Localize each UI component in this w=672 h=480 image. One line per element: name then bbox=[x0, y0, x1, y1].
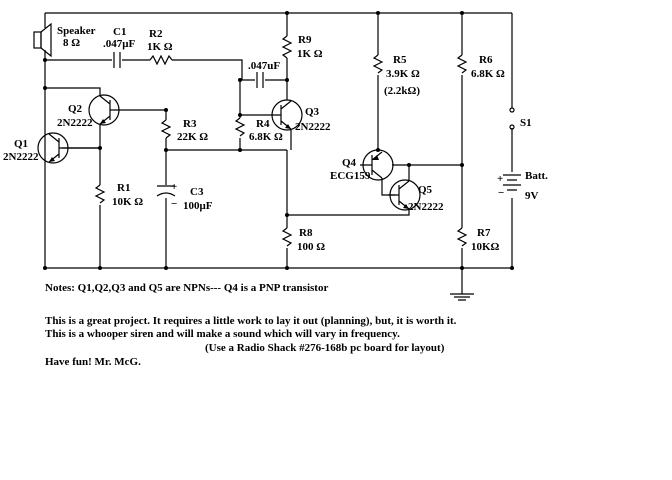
q5-transistor-icon bbox=[388, 179, 421, 211]
r2-resistor-icon bbox=[149, 54, 173, 66]
r2-value: 1K Ω bbox=[147, 41, 173, 53]
r7-label: R7 bbox=[477, 227, 491, 239]
r8-label: R8 bbox=[299, 227, 313, 239]
note-signoff: Have fun! Mr. McG. bbox=[45, 356, 141, 368]
r1-value: 10K Ω bbox=[112, 196, 143, 208]
q4-label: Q4 bbox=[342, 157, 357, 169]
q3-label: Q3 bbox=[305, 106, 320, 118]
r7-value: 10KΩ bbox=[471, 241, 500, 253]
q5-type: 2N2222 bbox=[408, 201, 444, 213]
q3-type: 2N2222 bbox=[295, 121, 331, 133]
s1-label: S1 bbox=[520, 117, 532, 129]
note-project-description: This is a great project. It requires a l… bbox=[45, 315, 457, 327]
r2-to-c2-wire bbox=[172, 59, 255, 81]
r1-resistor-icon bbox=[94, 184, 106, 204]
s1-switch-icon bbox=[509, 107, 515, 130]
r4-value: 6.8K Ω bbox=[249, 131, 283, 143]
r4-resistor-icon bbox=[234, 117, 246, 137]
q5-emitter-wire bbox=[287, 165, 410, 216]
c3-capacitor-icon bbox=[156, 185, 176, 197]
speaker-label: Speaker bbox=[57, 25, 96, 37]
junction-dots bbox=[43, 11, 514, 270]
battery-value: 9V bbox=[525, 190, 539, 202]
r3-label: R3 bbox=[183, 118, 197, 130]
r6-value: 6.8K Ω bbox=[471, 68, 505, 80]
r4-label: R4 bbox=[256, 118, 270, 130]
r5-alt-value: (2.2kΩ) bbox=[384, 85, 420, 97]
q2-type: 2N2222 bbox=[57, 117, 93, 129]
r9-resistor-icon bbox=[281, 35, 293, 59]
r9-label: R9 bbox=[298, 34, 312, 46]
r7-resistor-icon bbox=[456, 227, 468, 247]
c1-value: .047μF bbox=[103, 38, 135, 50]
r2-label: R2 bbox=[149, 28, 163, 40]
c2-value: .047uF bbox=[248, 60, 280, 72]
q2-label: Q2 bbox=[68, 103, 83, 115]
q3-transistor-icon bbox=[270, 99, 303, 131]
c2-capacitor-icon bbox=[256, 72, 264, 88]
q5-label: Q5 bbox=[418, 184, 433, 196]
r5-resistor-icon bbox=[372, 54, 384, 74]
battery-icon bbox=[503, 174, 521, 191]
q4-type: ECG159 bbox=[330, 170, 371, 182]
battery-minus-sign: − bbox=[498, 187, 504, 199]
note-transistor-types: Notes: Q1,Q2,Q3 and Q5 are NPNs--- Q4 is… bbox=[45, 282, 329, 294]
r5-label: R5 bbox=[393, 54, 407, 66]
r9-value: 1K Ω bbox=[297, 48, 323, 60]
battery-plus-sign: + bbox=[497, 173, 503, 185]
note-board-recommendation: (Use a Radio Shack #276-168b pc board fo… bbox=[205, 342, 445, 354]
speaker-value: 8 Ω bbox=[63, 37, 80, 49]
r3-value: 22K Ω bbox=[177, 131, 208, 143]
r8-value: 100 Ω bbox=[297, 241, 325, 253]
c3-label: C3 bbox=[190, 186, 204, 198]
ground-icon bbox=[450, 293, 474, 301]
c3-minus-sign: − bbox=[171, 198, 177, 210]
q1-transistor-icon bbox=[37, 132, 100, 164]
c1-capacitor-icon bbox=[113, 52, 121, 68]
r6-resistor-icon bbox=[456, 54, 468, 74]
r3-resistor-icon bbox=[160, 119, 172, 139]
r8-resistor-icon bbox=[281, 227, 293, 247]
q1-type: 2N2222 bbox=[3, 151, 39, 163]
r6-label: R6 bbox=[479, 54, 493, 66]
c3-value: 100μF bbox=[183, 200, 213, 212]
q2-collector-wire bbox=[45, 87, 101, 96]
c3-plus-sign: + bbox=[171, 181, 177, 193]
c1-label: C1 bbox=[113, 26, 126, 38]
speaker-icon bbox=[33, 22, 52, 58]
r1-label: R1 bbox=[117, 182, 130, 194]
battery-label: Batt. bbox=[525, 170, 548, 182]
q3-emitter-wire bbox=[286, 130, 292, 215]
note-siren-description: This is a whooper siren and will make a … bbox=[45, 328, 400, 340]
r5-value: 3.9K Ω bbox=[386, 68, 420, 80]
q2-transistor-icon bbox=[88, 94, 166, 126]
q1-label: Q1 bbox=[14, 138, 28, 150]
